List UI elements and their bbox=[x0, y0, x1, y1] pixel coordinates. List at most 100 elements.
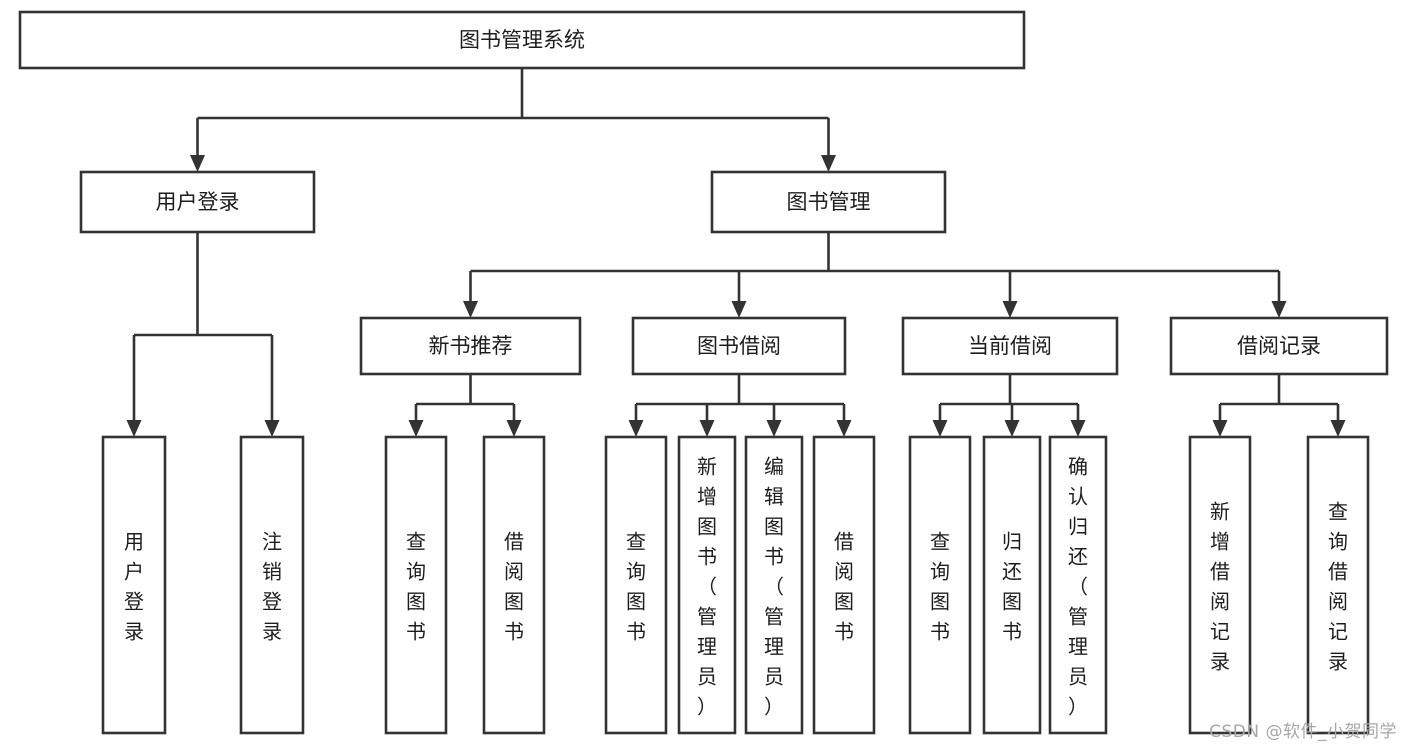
node-label-char: 员 bbox=[1068, 664, 1088, 688]
arrow-head-icon bbox=[463, 301, 478, 318]
node-label-char: 借 bbox=[504, 529, 524, 553]
node-borrow-records[interactable]: 借阅记录 bbox=[1169, 316, 1389, 376]
node-box[interactable] bbox=[744, 435, 804, 735]
node-box[interactable] bbox=[901, 316, 1119, 376]
node-label-char: 录 bbox=[262, 619, 282, 643]
node-box[interactable] bbox=[677, 435, 737, 735]
node-label-char: 查 bbox=[626, 529, 646, 553]
node-label: 用户登录 bbox=[156, 190, 240, 214]
node-label-char: （ bbox=[1068, 574, 1088, 598]
node-label-char: 管 bbox=[1068, 604, 1088, 628]
node-label-char: 阅 bbox=[1328, 589, 1348, 613]
node-user-login-leaf[interactable]: 用户登录 bbox=[101, 435, 167, 735]
node-label-char: （ bbox=[697, 574, 717, 598]
node-label-char: 询 bbox=[626, 559, 646, 583]
node-label-char: ） bbox=[764, 694, 784, 718]
node-label-char: ） bbox=[1068, 694, 1088, 718]
node-label-char: 登 bbox=[124, 589, 144, 613]
node-label-char: 登 bbox=[262, 589, 282, 613]
node-label-char: 还 bbox=[1068, 544, 1088, 568]
node-label-char: 书 bbox=[626, 619, 646, 643]
node-label-char: 询 bbox=[930, 559, 950, 583]
connector-layer bbox=[126, 68, 1346, 437]
node-label-char: 还 bbox=[1002, 559, 1022, 583]
node-label-char: 新 bbox=[697, 454, 717, 478]
node-label-char: 借 bbox=[834, 529, 854, 553]
node-box[interactable] bbox=[1306, 435, 1370, 735]
node-label: 图书管理系统 bbox=[459, 28, 585, 52]
node-label-char: 归 bbox=[1002, 529, 1022, 553]
node-label-char: 员 bbox=[697, 664, 717, 688]
node-book-borrow[interactable]: 图书借阅 bbox=[631, 316, 847, 376]
node-label-char: 增 bbox=[697, 484, 717, 508]
node-label: 新书推荐 bbox=[429, 334, 513, 358]
node-label-char: 图 bbox=[406, 589, 426, 613]
node-new-book-recommend[interactable]: 新书推荐 bbox=[359, 316, 582, 376]
arrow-head-icon bbox=[264, 420, 280, 437]
node-label-char: 图 bbox=[626, 589, 646, 613]
node-label: 当前借阅 bbox=[968, 334, 1052, 358]
node-box[interactable] bbox=[982, 435, 1042, 735]
node-label-char: 理 bbox=[697, 634, 717, 658]
node-current-borrow[interactable]: 当前借阅 bbox=[901, 316, 1119, 376]
node-box[interactable] bbox=[482, 435, 546, 735]
arrow-head-icon bbox=[628, 420, 644, 437]
node-box[interactable] bbox=[18, 10, 1026, 70]
node-book-manage[interactable]: 图书管理 bbox=[710, 170, 947, 234]
node-box[interactable] bbox=[1169, 316, 1389, 376]
arrow-head-icon bbox=[190, 155, 205, 172]
node-label-char: 询 bbox=[1328, 529, 1348, 553]
arrow-head-icon bbox=[821, 155, 836, 172]
node-label-char: 书 bbox=[1002, 619, 1022, 643]
node-label-char: 理 bbox=[764, 634, 784, 658]
node-box[interactable] bbox=[384, 435, 448, 735]
node-box[interactable] bbox=[812, 435, 876, 735]
watermark: CSDN @软件_小贺同学 bbox=[1209, 722, 1397, 742]
node-label-char: 新 bbox=[1210, 499, 1230, 523]
node-label-char: 图 bbox=[1002, 589, 1022, 613]
node-box[interactable] bbox=[908, 435, 972, 735]
node-label-char: 图 bbox=[697, 514, 717, 538]
node-label-char: 编 bbox=[764, 454, 784, 478]
node-label-char: 管 bbox=[697, 604, 717, 628]
arrow-head-icon bbox=[699, 420, 715, 437]
node-box[interactable] bbox=[79, 170, 316, 234]
arrow-head-icon bbox=[731, 301, 747, 318]
node-box[interactable] bbox=[631, 316, 847, 376]
node-box[interactable] bbox=[1188, 435, 1252, 735]
node-label-char: 查 bbox=[930, 529, 950, 553]
node-label-char: 图 bbox=[834, 589, 854, 613]
node-label-char: 销 bbox=[262, 559, 282, 583]
arrow-head-icon bbox=[836, 420, 852, 437]
node-label-char: 注 bbox=[262, 529, 282, 553]
node-box[interactable] bbox=[359, 316, 582, 376]
node-root[interactable]: 图书管理系统 bbox=[18, 10, 1026, 70]
node-box[interactable] bbox=[710, 170, 947, 234]
node-label-char: 录 bbox=[1328, 649, 1348, 673]
node-label: 图书借阅 bbox=[697, 334, 781, 358]
node-user-login[interactable]: 用户登录 bbox=[79, 170, 316, 234]
node-label-char: 户 bbox=[124, 559, 144, 583]
node-box[interactable] bbox=[1048, 435, 1108, 735]
arrow-head-icon bbox=[126, 420, 142, 437]
node-label-char: 图 bbox=[930, 589, 950, 613]
node-label-char: 管 bbox=[764, 604, 784, 628]
node-box[interactable] bbox=[239, 435, 305, 735]
node-label-char: 书 bbox=[504, 619, 524, 643]
node-label-char: 借 bbox=[1328, 559, 1348, 583]
node-label-char: 记 bbox=[1210, 619, 1230, 643]
node-box[interactable] bbox=[604, 435, 668, 735]
node-box[interactable] bbox=[101, 435, 167, 735]
